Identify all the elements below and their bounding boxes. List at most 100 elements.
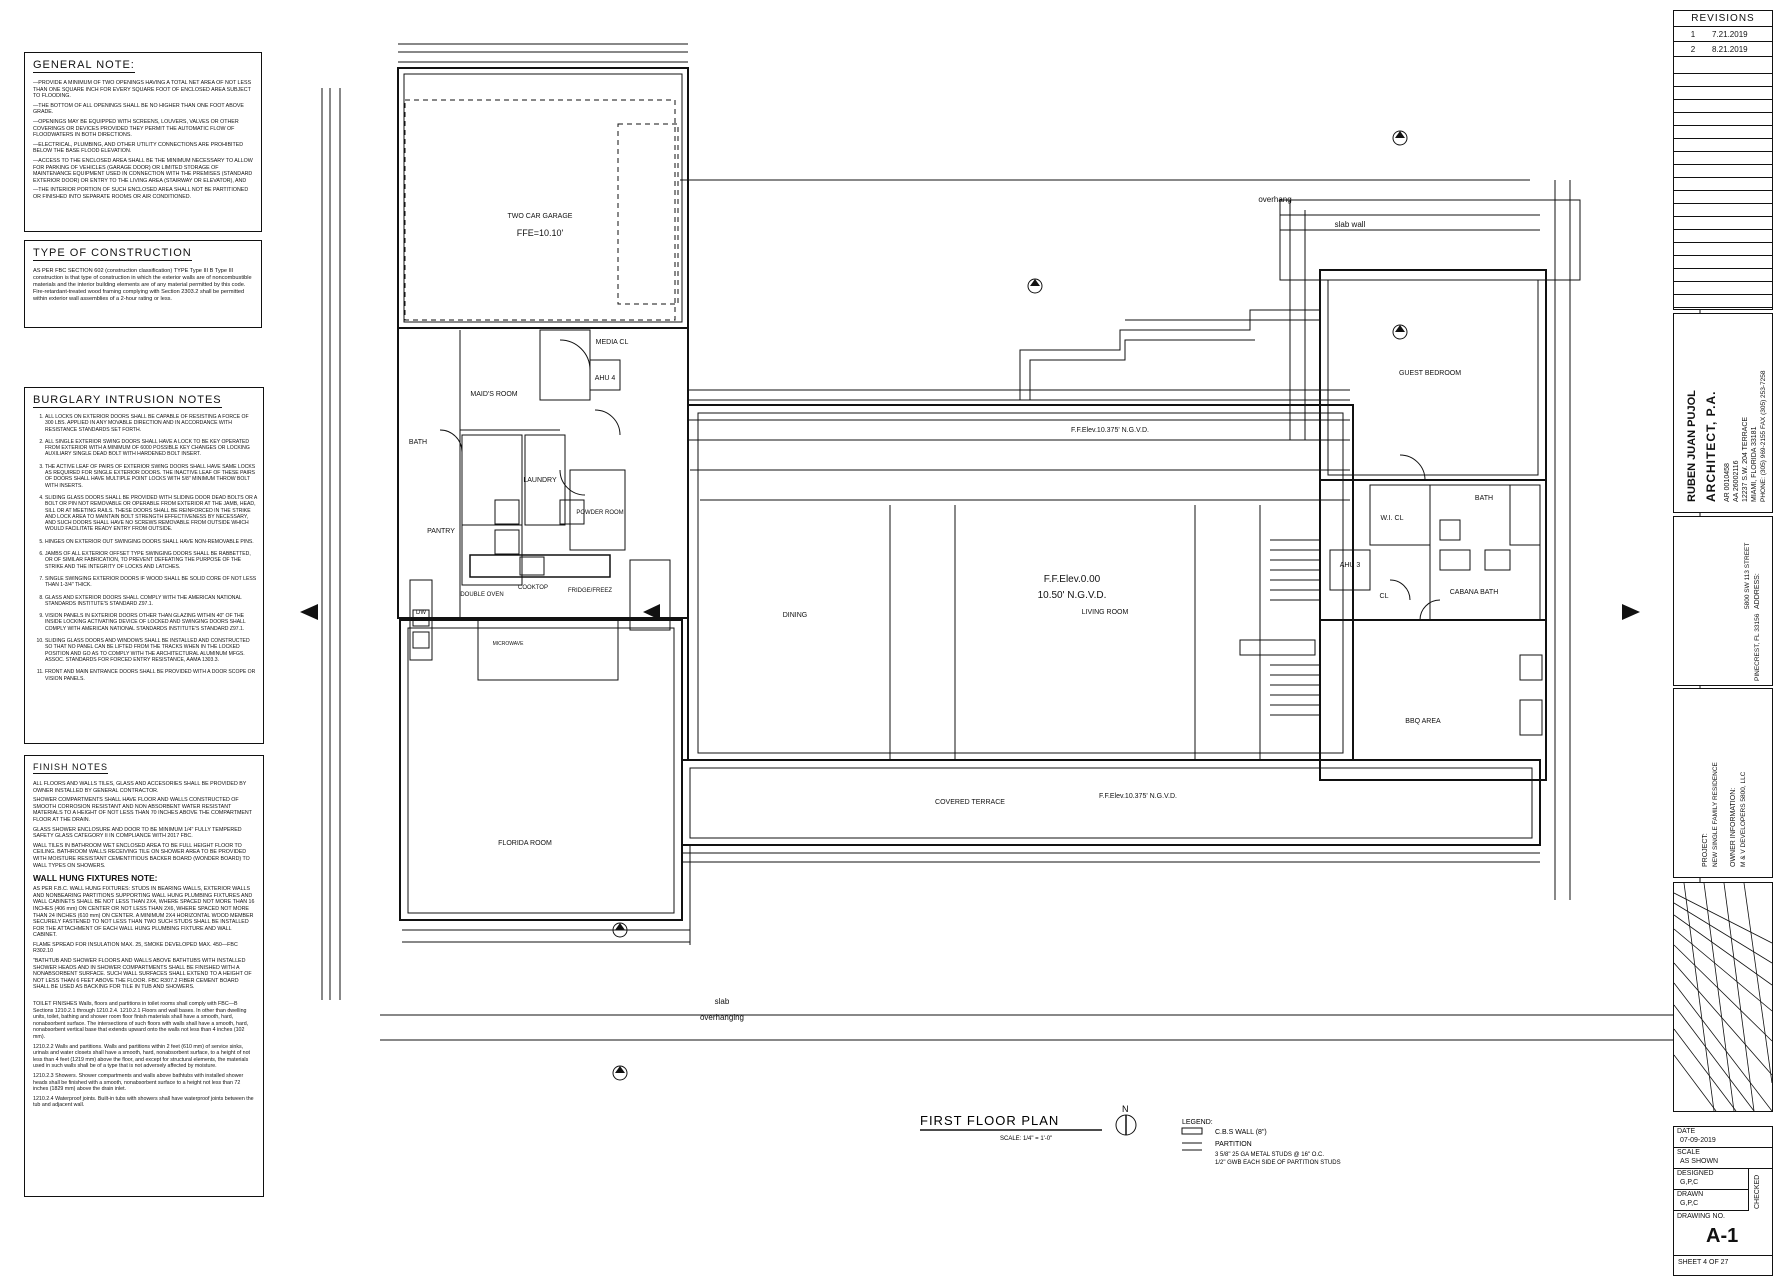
appliance-double-oven: DOUBLE OVEN bbox=[460, 592, 503, 598]
burglary-note-item: ALL LOCKS ON EXTERIOR DOORS SHALL BE CAP… bbox=[45, 414, 257, 433]
finish-note-para: 1210.2.3 Showers. Shower compartments an… bbox=[33, 1072, 244, 1093]
revision-date: 8.21.2019 bbox=[1712, 44, 1748, 54]
designed-cell: DESIGNED G,P,C bbox=[1674, 1169, 1749, 1190]
wall-hung-fixtures-title: WALL HUNG FIXTURES NOTE: bbox=[33, 873, 158, 884]
legend-partition-desc1: 3 5/8" 25 GA METAL STUDS @ 16" O.C. bbox=[1215, 1152, 1324, 1158]
ffelev-main-2: 10.50' N.G.V.D. bbox=[1038, 590, 1107, 601]
general-note-para: —PROVIDE A MINIMUM OF TWO OPENINGS HAVIN… bbox=[33, 80, 252, 100]
legend-partition: PARTITION bbox=[1215, 1141, 1252, 1148]
architect-logo bbox=[1673, 882, 1773, 1112]
revision-grid bbox=[1674, 61, 1772, 309]
drawn-cell: DRAWN G,P,C bbox=[1674, 1190, 1749, 1211]
architect-lic2: AA 26002116 bbox=[1733, 460, 1740, 502]
revisions-block: REVISIONS 1 7.21.2019 2 8.21.2019 bbox=[1673, 10, 1773, 310]
finish-notes-title: FINISH NOTES bbox=[33, 762, 109, 774]
project-address-block bbox=[1673, 516, 1773, 686]
garage-ffe: FFE=10.10' bbox=[517, 228, 564, 238]
room-label-powder-room: POWDER ROOM bbox=[576, 510, 623, 516]
ffelev-terrace: F.F.Elev.10.375' N.G.V.D. bbox=[1099, 793, 1177, 800]
address-line1: 5800 SW 113 STREET bbox=[1744, 542, 1751, 609]
revision-row: 1 7.21.2019 bbox=[1674, 27, 1772, 42]
overhang-label-bottom: overhanging bbox=[700, 1013, 744, 1022]
slab-wall-label: slab wall bbox=[1335, 220, 1366, 229]
general-note-title: GENERAL NOTE: bbox=[33, 59, 135, 73]
finish-note-para: SHOWER COMPARTMENTS SHALL HAVE FLOOR AND… bbox=[33, 797, 252, 823]
date-label: DATE bbox=[1677, 1128, 1696, 1135]
legend: LEGEND: C.B.S WALL (8") PARTITION 3 5/8"… bbox=[1181, 1119, 1341, 1166]
burglary-note-item: ALL SINGLE EXTERIOR SWING DOORS SHALL HA… bbox=[45, 439, 257, 458]
burglary-note-item: SLIDING GLASS DOORS AND WINDOWS SHALL BE… bbox=[45, 638, 257, 663]
plan-title: FIRST FLOOR PLAN bbox=[920, 1113, 1059, 1128]
owner-name: M & V DEVELOPERS 5800, LLC bbox=[1740, 771, 1747, 867]
plan-scale: SCALE: 1/4" = 1'-0" bbox=[1000, 1136, 1052, 1142]
revision-date: 7.21.2019 bbox=[1712, 29, 1748, 39]
revision-number: 2 bbox=[1690, 44, 1696, 54]
drawn-label: DRAWN bbox=[1677, 1191, 1704, 1198]
finish-note-para: 1210.2.4 Waterproof joints. Built-in tub… bbox=[33, 1095, 254, 1109]
drawing-number-cell: DRAWING NO. A-1 bbox=[1674, 1211, 1772, 1256]
legend-title: LEGEND: bbox=[1182, 1119, 1213, 1126]
scale-cell: SCALE AS SHOWN bbox=[1674, 1148, 1772, 1169]
general-note-para: —THE BOTTOM OF ALL OPENINGS SHALL BE NO … bbox=[33, 102, 244, 116]
scale-label: SCALE bbox=[1677, 1149, 1700, 1156]
drawn-value: G,P,C bbox=[1680, 1200, 1699, 1207]
room-label-bath: BATH bbox=[409, 439, 427, 446]
finish-note-para: "BATHTUB AND SHOWER FLOORS AND WALLS ABO… bbox=[33, 958, 252, 991]
designed-label: DESIGNED bbox=[1677, 1170, 1714, 1177]
north-label: N bbox=[1122, 1104, 1129, 1114]
legend-partition-desc2: 1/2" GWB EACH SIDE OF PARTITION STUDS bbox=[1215, 1160, 1341, 1166]
architect-lic1: AR 0010458 bbox=[1724, 463, 1731, 502]
burglary-note-item: THE ACTIVE LEAF OF PAIRS OF EXTERIOR SWI… bbox=[45, 464, 257, 489]
burglary-note-item: VISION PANELS IN EXTERIOR DOORS OTHER TH… bbox=[45, 613, 257, 632]
room-label-bath2: BATH bbox=[1475, 495, 1493, 502]
designed-value: G,P,C bbox=[1680, 1179, 1699, 1186]
owner-label: OWNER INFORMATION: bbox=[1730, 787, 1737, 867]
architect-addr1: 12237 S.W. 204 TERRACE bbox=[1742, 416, 1749, 502]
appliance-fridge: FRIDGE/FREEZ bbox=[568, 588, 612, 594]
finish-note-para: GLASS SHOWER ENCLOSURE AND DOOR TO BE MI… bbox=[33, 826, 242, 840]
room-label-cl: CL bbox=[1380, 593, 1389, 600]
finish-note-para: ALL FLOORS AND WALLS TILES, GLASS AND AC… bbox=[33, 781, 247, 794]
room-label-pantry: PANTRY bbox=[427, 528, 455, 535]
finish-note-para: AS PER F.B.C. WALL HUNG FIXTURES: STUDS … bbox=[33, 886, 255, 939]
logo-block bbox=[1673, 882, 1773, 1112]
address-line2-alt: PINECREST, FL 33156 bbox=[1754, 613, 1761, 681]
room-label-garage: TWO CAR GARAGE bbox=[508, 213, 573, 220]
architect-phone: PHONE: (305) 969-2155 FAX (305) 253-7258 bbox=[1760, 370, 1767, 502]
project-info-block: ADDRESS: 5800 SW 113 STREET PINECREST, F… bbox=[1673, 543, 1773, 878]
finish-notes-box: FINISH NOTES ALL FLOORS AND WALLS TILES,… bbox=[24, 755, 264, 1197]
burglary-notes-list: ALL LOCKS ON EXTERIOR DOORS SHALL BE CAP… bbox=[45, 414, 257, 682]
architect-name: RUBEN JUAN PUJOL bbox=[1686, 390, 1698, 502]
room-label-dining: DINING bbox=[783, 612, 808, 619]
finish-note-para: WALL TILES IN BATHROOM WET ENCLOSED AREA… bbox=[33, 842, 250, 869]
ffelev-top: F.F.Elev.10.375' N.G.V.D. bbox=[1071, 427, 1149, 434]
room-label-media-cl: MEDIA CL bbox=[596, 339, 629, 346]
burglary-note-item: FRONT AND MAIN ENTRANCE DOORS SHALL BE P… bbox=[45, 669, 257, 682]
project-name: NEW SINGLE FAMILY RESIDENCE bbox=[1712, 762, 1719, 867]
scale-value: AS SHOWN bbox=[1680, 1158, 1719, 1165]
burglary-note-item: SINGLE SWINGING EXTERIOR DOORS IF WOOD S… bbox=[45, 576, 257, 589]
drawing-number-label: DRAWING NO. bbox=[1677, 1213, 1725, 1220]
room-label-ahu4: AHU 4 bbox=[595, 375, 616, 382]
finish-note-para: TOILET FINISHES Walls, floors and partit… bbox=[33, 1001, 249, 1040]
type-of-construction-box: TYPE OF CONSTRUCTION AS PER FBC SECTION … bbox=[24, 240, 262, 328]
general-note-box: GENERAL NOTE: —PROVIDE A MINIMUM OF TWO … bbox=[24, 52, 262, 232]
address-label: ADDRESS: bbox=[1754, 573, 1761, 609]
general-note-para: —ACCESS TO THE ENCLOSED AREA SHALL BE TH… bbox=[33, 157, 253, 184]
room-label-guest-bedroom: GUEST BEDROOM bbox=[1399, 370, 1461, 377]
general-note-para: —ELECTRICAL, PLUMBING, AND OTHER UTILITY… bbox=[33, 141, 244, 155]
overhang-label-top: overhang bbox=[1258, 195, 1291, 204]
appliance-dw: DW bbox=[416, 610, 426, 616]
revision-number: 1 bbox=[1690, 29, 1696, 39]
slab-label-bottom: slab bbox=[715, 997, 730, 1006]
project-label: PROJECT: bbox=[1702, 833, 1709, 867]
sheet-number: SHEET 4 OF 27 bbox=[1678, 1259, 1729, 1266]
burglary-note-item: GLASS AND EXTERIOR DOORS SHALL COMPLY WI… bbox=[45, 595, 257, 608]
burglary-notes-title: BURGLARY INTRUSION NOTES bbox=[33, 394, 222, 408]
date-cell: DATE 07-09-2019 bbox=[1674, 1127, 1772, 1148]
architect-addr2: MIAMI, FLORIDA 33181 bbox=[1751, 426, 1758, 502]
room-label-wi-cl: W.I. CL bbox=[1381, 515, 1404, 522]
room-label-maids-room: MAID'S ROOM bbox=[470, 391, 517, 398]
room-label-florida-room: FLORIDA ROOM bbox=[498, 840, 552, 847]
revisions-title: REVISIONS bbox=[1674, 11, 1772, 27]
